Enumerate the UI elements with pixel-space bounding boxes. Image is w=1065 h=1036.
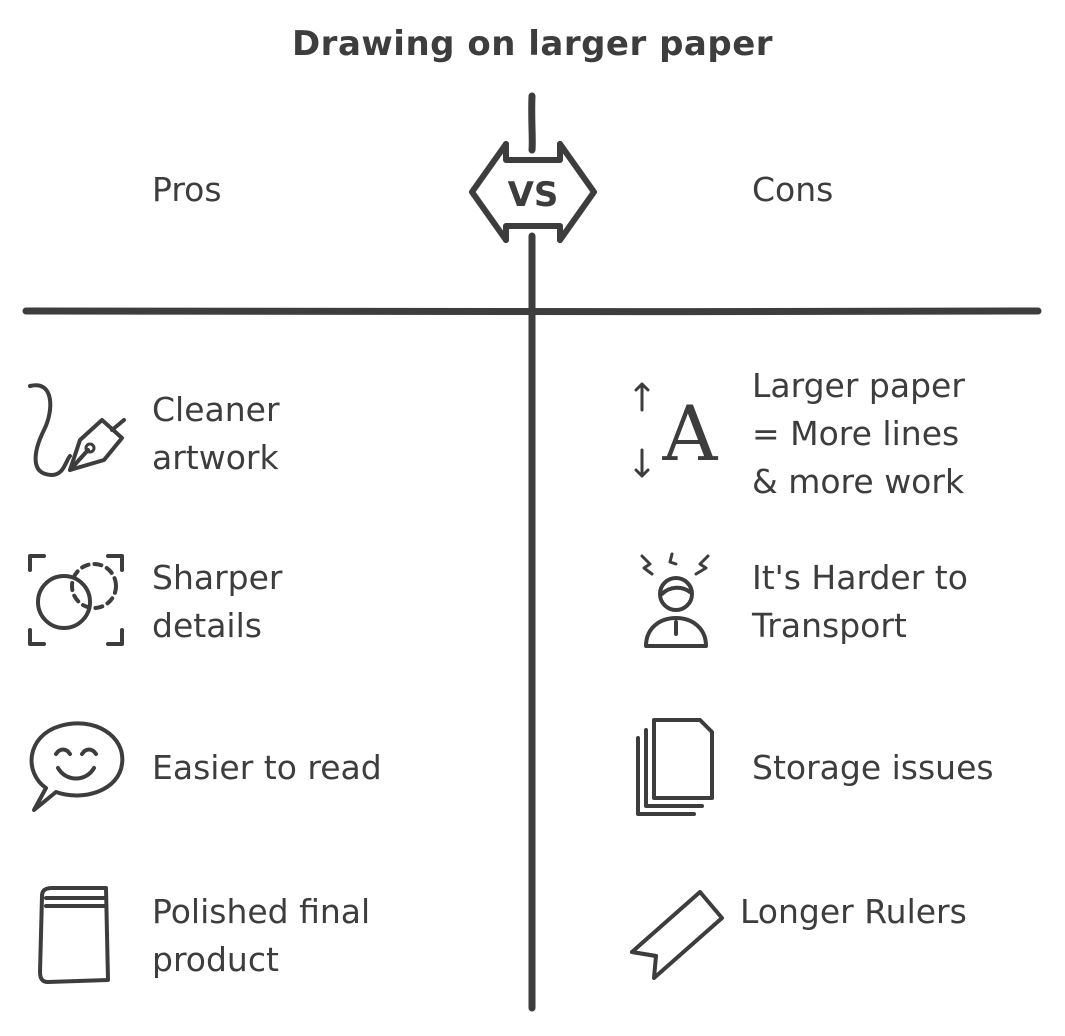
smile-speech-bubble-icon	[29, 721, 125, 812]
con-item-harder-to-transport: It's Harder to Transport	[752, 558, 968, 645]
vs-label: VS	[508, 175, 559, 215]
diagram-title: Drawing on larger paper	[291, 24, 774, 64]
ruler-icon	[630, 890, 724, 980]
pro-item-cleaner-artwork: Cleaner artwork	[152, 390, 280, 477]
pen-nib-icon	[28, 383, 126, 477]
text-size-icon: A	[634, 382, 719, 478]
con-item-storage-issues: Storage issues	[752, 748, 994, 787]
stacked-papers-icon	[636, 718, 714, 816]
focus-circle-icon	[28, 554, 124, 646]
text-size-glyph: A	[662, 389, 719, 478]
vs-badge: VS	[469, 141, 597, 243]
cons-heading: Cons	[752, 170, 834, 209]
book-icon	[38, 886, 110, 984]
pro-item-polished-final-product: Polished final product	[152, 892, 371, 979]
con-item-more-lines: Larger paper = More lines & more work	[752, 366, 965, 501]
con-item-longer-rulers: Longer Rulers	[740, 892, 967, 931]
pro-item-sharper-details: Sharper details	[152, 558, 283, 645]
pros-heading: Pros	[152, 170, 222, 209]
stressed-person-icon	[640, 552, 710, 648]
pro-item-easier-to-read: Easier to read	[152, 748, 382, 787]
